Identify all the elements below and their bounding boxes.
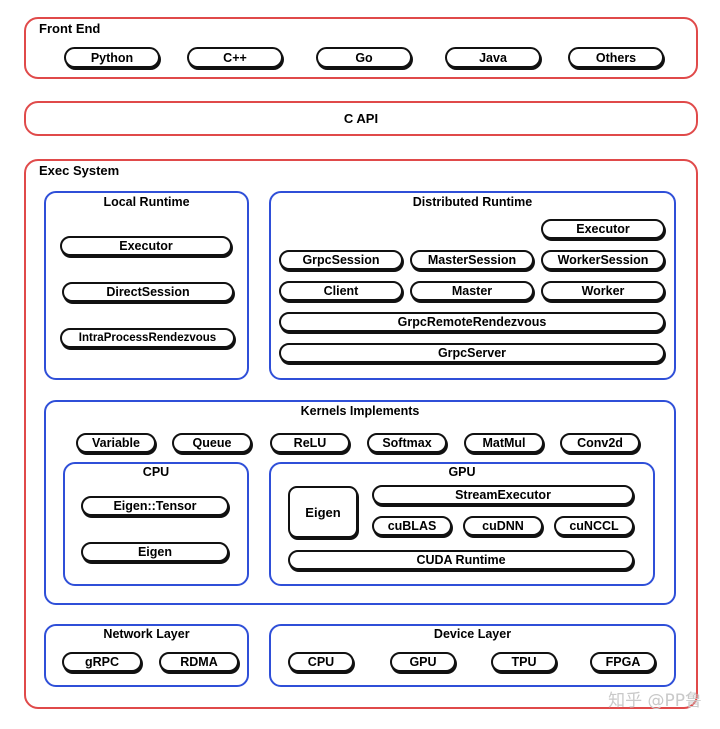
device-cpu: CPU [288, 652, 354, 672]
master: Master [410, 281, 534, 301]
front-end-title: Front End [39, 21, 101, 36]
gpu-title: GPU [448, 465, 476, 479]
local-runtime-box: Local Runtime Executor DirectSession Int… [44, 191, 249, 380]
device-fpga: FPGA [590, 652, 656, 672]
exec-system-title: Exec System [39, 163, 120, 178]
gpu-box: GPU Eigen StreamExecutor cuBLAS cuDNN cu… [269, 462, 655, 586]
direct-session: DirectSession [62, 282, 234, 302]
front-end-box: Front End Python C++ Go Java Others [24, 17, 698, 79]
stream-executor: StreamExecutor [372, 485, 634, 505]
network-rdma: RDMA [159, 652, 239, 672]
front-end-java: Java [445, 47, 541, 68]
c-api-label: C API [343, 111, 379, 126]
op-conv2d: Conv2d [560, 433, 640, 453]
device-gpu: GPU [390, 652, 456, 672]
op-variable: Variable [76, 433, 156, 453]
grpc-server: GrpcServer [279, 343, 665, 363]
distributed-runtime-box: Distributed Runtime Executor GrpcSession… [269, 191, 676, 380]
client: Client [279, 281, 403, 301]
grpc-remote-rendezvous: GrpcRemoteRendezvous [279, 312, 665, 332]
op-relu: ReLU [270, 433, 350, 453]
worker: Worker [541, 281, 665, 301]
eigen-tensor: Eigen::Tensor [81, 496, 229, 516]
op-matmul: MatMul [464, 433, 544, 453]
cudnn: cuDNN [463, 516, 543, 536]
cuda-runtime: CUDA Runtime [288, 550, 634, 570]
op-queue: Queue [172, 433, 252, 453]
distributed-runtime-title: Distributed Runtime [412, 195, 533, 209]
gpu-eigen: Eigen [288, 486, 358, 538]
watermark: 知乎 @PP鲁 [608, 691, 702, 711]
device-layer-box: Device Layer CPU GPU TPU FPGA [269, 624, 676, 687]
cublas: cuBLAS [372, 516, 452, 536]
cpu-title: CPU [142, 465, 170, 479]
cpu-eigen: Eigen [81, 542, 229, 562]
front-end-python: Python [64, 47, 160, 68]
c-api-box: C API [24, 101, 698, 136]
front-end-others: Others [568, 47, 664, 68]
local-runtime-title: Local Runtime [103, 195, 190, 209]
device-tpu: TPU [491, 652, 557, 672]
grpc-session: GrpcSession [279, 250, 403, 270]
worker-session: WorkerSession [541, 250, 665, 270]
op-softmax: Softmax [367, 433, 447, 453]
kernels-title: Kernels Implements [300, 404, 420, 418]
network-grpc: gRPC [62, 652, 142, 672]
distributed-executor: Executor [541, 219, 665, 239]
master-session: MasterSession [410, 250, 534, 270]
cunccl: cuNCCL [554, 516, 634, 536]
front-end-go: Go [316, 47, 412, 68]
front-end-cpp: C++ [187, 47, 283, 68]
network-layer-title: Network Layer [103, 627, 190, 641]
cpu-box: CPU Eigen::Tensor Eigen [63, 462, 249, 586]
network-layer-box: Network Layer gRPC RDMA [44, 624, 249, 687]
device-layer-title: Device Layer [433, 627, 512, 641]
intra-process-rendezvous: IntraProcessRendezvous [60, 328, 235, 348]
local-executor: Executor [60, 236, 232, 256]
